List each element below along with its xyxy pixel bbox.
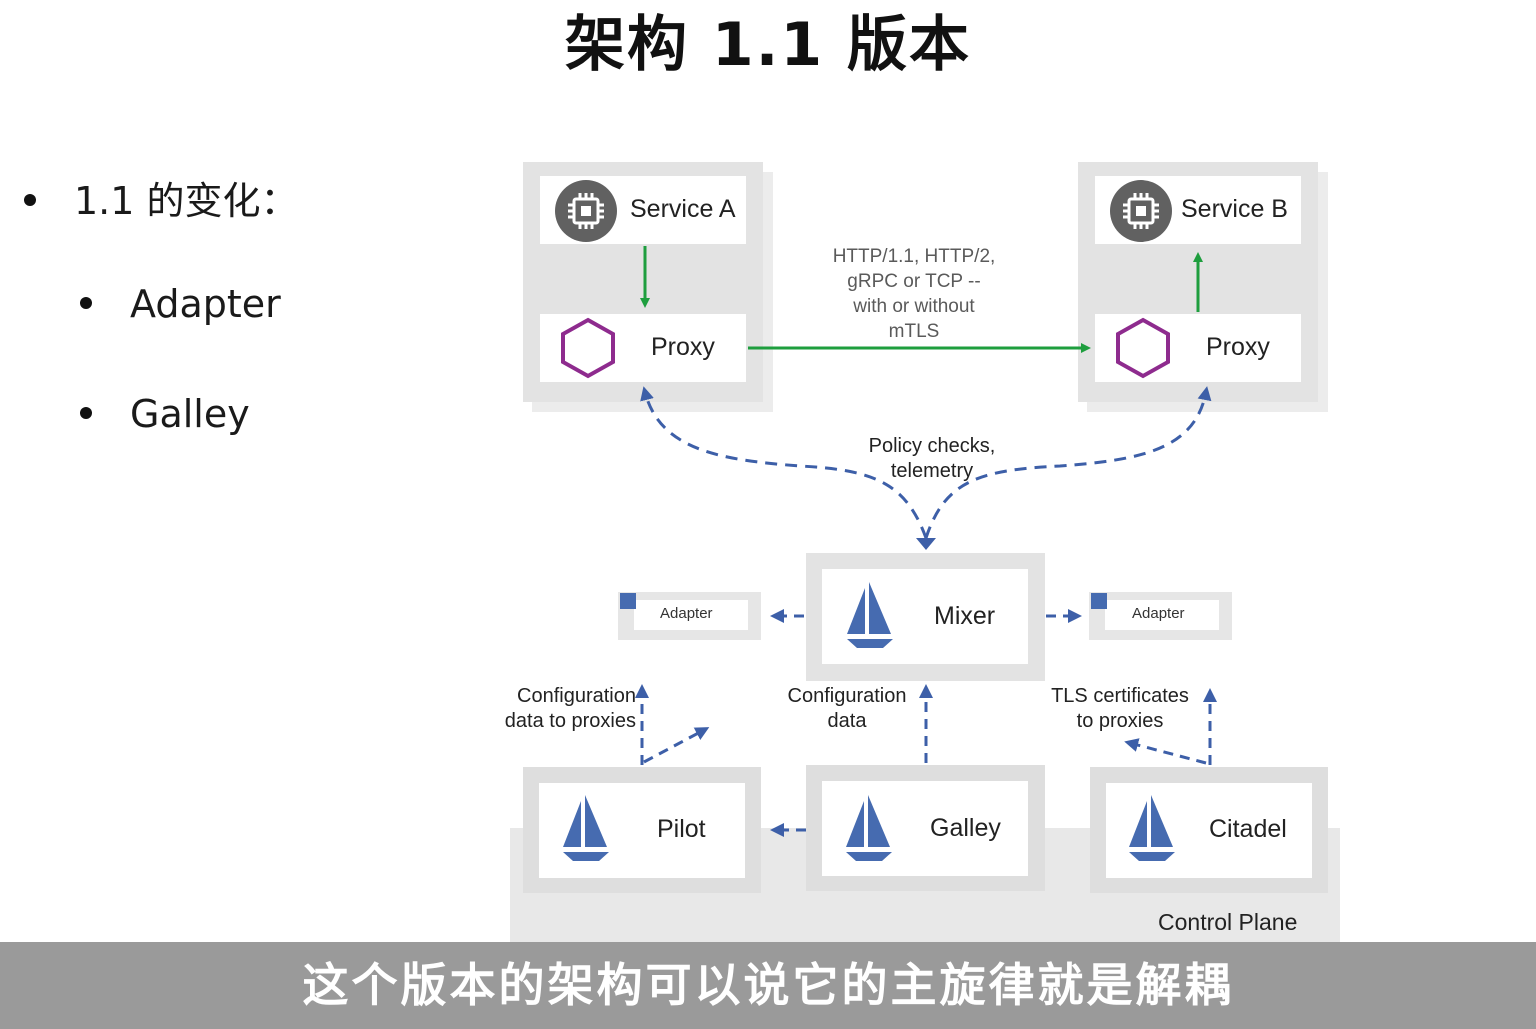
citadel-label: Citadel — [1209, 815, 1287, 843]
config-data-line: data — [827, 710, 867, 732]
policy-note-line: telemetry — [890, 460, 974, 482]
bullet-main-text: 1.1 的变化： — [74, 179, 299, 223]
proxy-left-label: Proxy — [651, 333, 715, 361]
istio-sail-icon — [1091, 593, 1107, 609]
config-data-note: Configuration data — [777, 684, 917, 734]
service-b-label: Service B — [1181, 195, 1288, 223]
galley-label: Galley — [930, 814, 1001, 842]
proxy-right-label: Proxy — [1206, 333, 1270, 361]
config-proxies-line: data to proxies — [504, 710, 636, 732]
bullet-dot — [24, 193, 36, 206]
bullet-main: 1.1 的变化： — [24, 170, 299, 225]
tls-note: TLS certificates to proxies — [1040, 684, 1200, 734]
tls-note-line: TLS certificates — [1051, 685, 1189, 707]
policy-note: Policy checks, telemetry — [832, 434, 1032, 484]
pilot-label: Pilot — [657, 815, 706, 843]
protocol-note-line: with or without — [853, 296, 975, 317]
protocol-note-line: HTTP/1.1, HTTP/2, — [832, 246, 996, 267]
protocol-note-line: gRPC or TCP -- — [847, 271, 981, 292]
adapter-right-label: Adapter — [1132, 605, 1185, 622]
bullet-galley-text: Galley — [130, 392, 250, 436]
mixer-box — [822, 569, 1028, 664]
control-plane-label: Control Plane — [1158, 909, 1298, 935]
policy-telemetry-curves — [640, 386, 1212, 539]
bullet-adapter-text: Adapter — [130, 282, 281, 326]
protocol-note: HTTP/1.1, HTTP/2, gRPC or TCP -- with or… — [804, 244, 1024, 344]
bullet-adapter: Adapter — [80, 282, 281, 326]
tls-note-line: to proxies — [1076, 710, 1164, 732]
chip-icon — [554, 179, 618, 243]
bullet-galley: Galley — [80, 392, 250, 436]
policy-arrowhead — [916, 538, 936, 550]
adapter-left-label: Adapter — [660, 605, 713, 622]
config-proxies-note: Configuration data to proxies — [494, 684, 636, 734]
policy-note-line: Policy checks, — [868, 435, 996, 457]
mixer-label: Mixer — [934, 602, 996, 630]
bullet-dot — [80, 406, 92, 419]
adapter-right-box — [1105, 600, 1219, 630]
control-plane-arrows — [635, 684, 1217, 837]
slide-title: 架构 1.1 版本 — [564, 10, 972, 80]
chip-icon — [1109, 179, 1173, 243]
adapter-left-box — [634, 600, 748, 630]
subtitle-caption: 这个版本的架构可以说它的主旋律就是解耦 — [0, 942, 1536, 1029]
protocol-note-line: mTLS — [888, 321, 940, 342]
bullet-dot — [80, 296, 92, 309]
config-proxies-line: Configuration — [517, 685, 636, 707]
service-a-label: Service A — [630, 195, 736, 223]
config-data-line: Configuration — [787, 685, 907, 707]
istio-sail-icon — [620, 593, 636, 609]
